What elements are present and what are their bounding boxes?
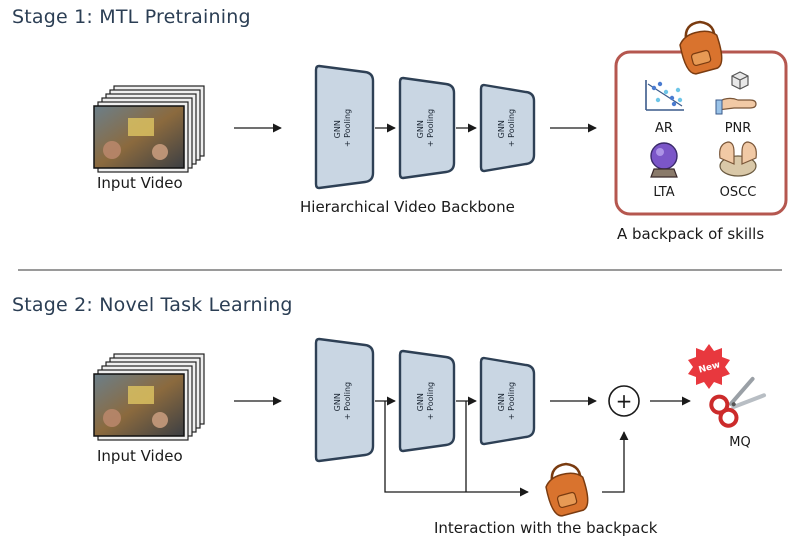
svg-text:GNN + Pooling: GNN + Pooling <box>416 382 435 420</box>
block-label-line2: + Pooling <box>507 382 516 420</box>
block-label-line1: GNN <box>416 393 425 411</box>
crystal-ball-icon <box>650 142 678 178</box>
backpack-icon <box>679 20 723 75</box>
gnn-pooling-block-3: GNN + Pooling <box>479 83 536 173</box>
gnn-pooling-block-1: GNN + Pooling <box>314 64 375 190</box>
task-label-mq: MQ <box>729 435 750 450</box>
scatter-plot-icon <box>645 80 684 111</box>
new-badge: New <box>688 344 730 389</box>
svg-text:GNN + Pooling: GNN + Pooling <box>333 382 352 420</box>
gnn-pooling-block-2: GNN + Pooling <box>398 76 456 180</box>
input-video-label: Input Video <box>97 447 183 465</box>
block-label-line2: + Pooling <box>343 109 352 147</box>
interaction-label: Interaction with the backpack <box>434 519 658 537</box>
backpack-of-skills-frame <box>614 50 788 216</box>
skill-label-pnr: PNR <box>725 121 752 136</box>
video-frame-image <box>93 105 185 169</box>
block-label-line1: GNN <box>497 393 506 411</box>
plus-symbol: + <box>616 389 633 413</box>
skill-label-lta: LTA <box>653 185 674 200</box>
stage2-title: Stage 2: Novel Task Learning <box>12 294 293 316</box>
svg-text:GNN + Pooling: GNN + Pooling <box>497 109 516 147</box>
arrow-backpack-to-sum <box>602 431 629 493</box>
gnn-pooling-block-2: GNN + Pooling <box>398 349 456 453</box>
skill-label-oscc: OSCC <box>720 185 757 200</box>
svg-text:GNN + Pooling: GNN + Pooling <box>416 109 435 147</box>
input-video-label: Input Video <box>97 174 183 192</box>
backbone-label: Hierarchical Video Backbone <box>300 198 515 216</box>
sum-operator <box>608 385 640 417</box>
backpack-of-skills-label: A backpack of skills <box>617 225 765 243</box>
block-label-line1: GNN <box>497 120 506 138</box>
block-label-line1: GNN <box>333 120 342 138</box>
hand-cube-icon <box>715 71 757 115</box>
svg-text:GNN + Pooling: GNN + Pooling <box>497 382 516 420</box>
skip-connection-to-backpack <box>384 401 529 497</box>
block-label-line2: + Pooling <box>426 109 435 147</box>
gnn-pooling-block-3: GNN + Pooling <box>479 356 536 446</box>
block-label-line2: + Pooling <box>343 382 352 420</box>
block-label-line2: + Pooling <box>426 382 435 420</box>
block-label-line1: GNN <box>416 120 425 138</box>
video-frame-image <box>93 373 185 437</box>
input-video-stack-2 <box>93 353 205 441</box>
block-label-line1: GNN <box>333 393 342 411</box>
hands-clay-icon <box>719 141 757 177</box>
stage1-title: Stage 1: MTL Pretraining <box>12 6 251 28</box>
scissors-icon <box>709 376 767 428</box>
input-video-stack-1 <box>93 85 205 173</box>
gnn-pooling-block-1: GNN + Pooling <box>314 337 375 463</box>
backpack-icon <box>545 462 589 517</box>
block-label-line2: + Pooling <box>507 109 516 147</box>
skill-label-ar: AR <box>655 121 673 136</box>
svg-text:GNN + Pooling: GNN + Pooling <box>333 109 352 147</box>
